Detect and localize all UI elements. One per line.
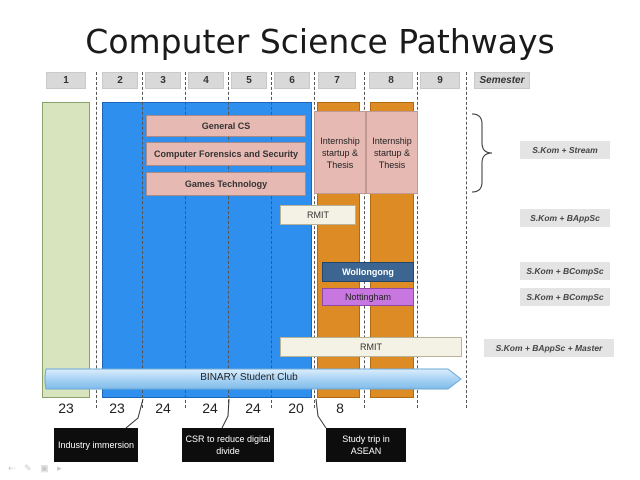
divider-6: [314, 72, 315, 408]
semester-header-2: 2: [102, 72, 138, 89]
pen-icon[interactable]: ✎: [24, 463, 35, 473]
degree-label-bappsc: S.Kom + BAppSc: [520, 209, 610, 227]
degree-label-bcompsc-2: S.Kom + BCompSc: [520, 288, 610, 306]
count-semester-7: 8: [336, 400, 344, 416]
count-semester-3: 24: [155, 400, 171, 416]
divider-8: [417, 72, 418, 408]
bracket-icon: [471, 113, 493, 193]
degree-label-stream: S.Kom + Stream: [520, 141, 610, 159]
callout-industry-immersion: Industry immersion: [54, 428, 138, 462]
semester-header-label: Semester: [474, 72, 530, 89]
count-semester-2: 23: [109, 400, 125, 416]
divider-4: [228, 72, 229, 408]
slides-icon[interactable]: ▣: [40, 463, 52, 473]
more-icon[interactable]: ▸: [57, 463, 65, 473]
wollongong-bar: Wollongong: [322, 262, 414, 282]
internship-semester-8: Internship startup & Thesis: [366, 111, 418, 194]
divider-5: [271, 72, 272, 408]
semester-header-5: 5: [231, 72, 267, 89]
divider-1: [96, 72, 97, 408]
semester-header-7: 7: [318, 72, 356, 89]
semester-header-8: 8: [369, 72, 413, 89]
count-semester-1: 23: [58, 400, 74, 416]
count-semester-5: 24: [245, 400, 261, 416]
stream-general-cs: General CS: [146, 115, 306, 137]
page-title: Computer Science Pathways: [85, 22, 555, 61]
nottingham-bar: Nottingham: [322, 288, 414, 306]
divider-3: [185, 72, 186, 408]
callout-csr: CSR to reduce digital divide: [182, 428, 274, 462]
callout-study-trip: Study trip in ASEAN: [326, 428, 406, 462]
divider-7: [364, 72, 365, 408]
degree-label-bappsc-master: S.Kom + BAppSc + Master: [484, 339, 614, 357]
count-semester-6: 20: [288, 400, 304, 416]
back-icon[interactable]: ⇠: [8, 463, 19, 473]
semester-header-9: 9: [420, 72, 460, 89]
internship-semester-7: Internship startup & Thesis: [314, 111, 366, 194]
semester-1-block: [42, 102, 90, 398]
rmit-short-bar: RMIT: [280, 205, 356, 225]
semester-header-3: 3: [145, 72, 181, 89]
semester-header-6: 6: [274, 72, 310, 89]
semester-header-1: 1: [46, 72, 86, 89]
stream-forensics-security: Computer Forensics and Security: [146, 142, 306, 166]
divider-9: [466, 72, 467, 408]
slide-nav: ⇠ ✎ ▣ ▸: [8, 463, 65, 474]
degree-label-bcompsc-1: S.Kom + BCompSc: [520, 262, 610, 280]
divider-2: [142, 72, 143, 408]
stream-games-technology: Games Technology: [146, 172, 306, 196]
semester-header-4: 4: [188, 72, 224, 89]
count-semester-4: 24: [202, 400, 218, 416]
club-arrow: [44, 368, 462, 390]
rmit-long-bar: RMIT: [280, 337, 462, 357]
club-label: BINARY Student Club: [200, 372, 298, 383]
